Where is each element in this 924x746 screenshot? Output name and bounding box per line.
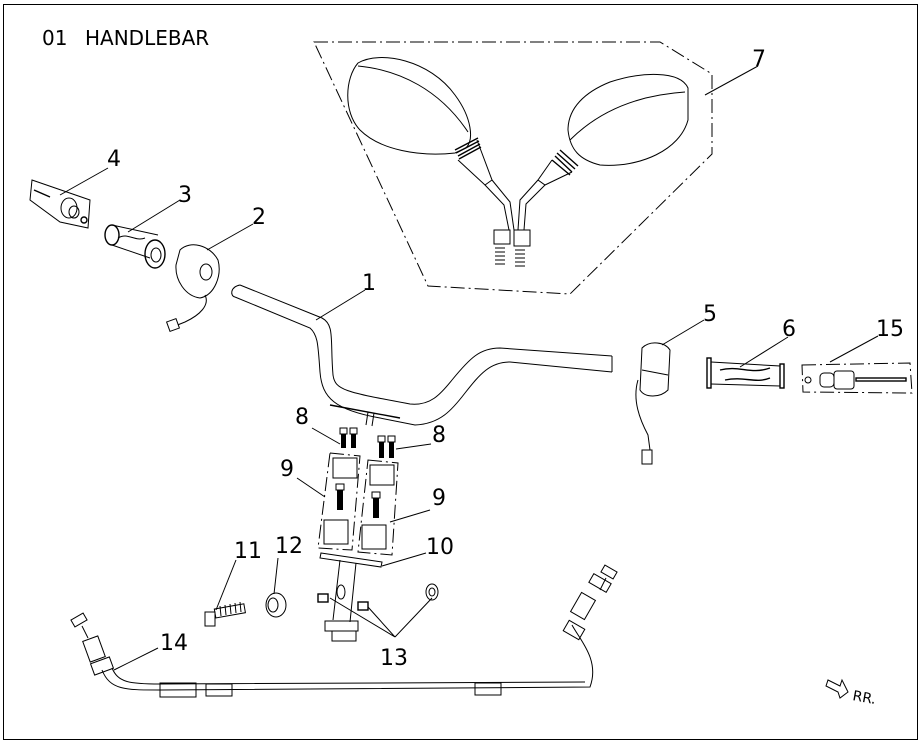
callout-8-left[interactable]: 8	[295, 405, 309, 430]
callout-15[interactable]: 15	[876, 317, 904, 342]
leader-12	[273, 557, 279, 595]
callout-13[interactable]: 13	[380, 646, 408, 671]
right-mirror	[513, 74, 689, 267]
part-13-nuts[interactable]	[317, 583, 439, 611]
part-14-throttle-cable[interactable]	[70, 564, 618, 698]
callout-5[interactable]: 5	[703, 302, 717, 327]
diagram-title: HANDLEBAR	[85, 26, 209, 50]
callout-11[interactable]: 11	[234, 539, 262, 564]
part-6-right-grip[interactable]	[706, 357, 785, 389]
leader-8-right	[395, 443, 432, 450]
leader-3	[127, 199, 181, 233]
leader-15	[829, 335, 879, 363]
leader-7	[704, 65, 759, 96]
diagram-frame	[3, 4, 918, 740]
callout-9-left[interactable]: 9	[280, 457, 294, 482]
part-4-left-bar-end[interactable]	[29, 179, 91, 229]
leader-8-left	[311, 427, 341, 445]
callout-10[interactable]: 10	[426, 535, 454, 560]
part-15-right-bar-end[interactable]	[801, 362, 913, 394]
part-9-holders[interactable]	[317, 452, 399, 556]
leader-9-left	[296, 477, 326, 498]
mirror-set-group-outline	[313, 41, 713, 295]
callout-3[interactable]: 3	[178, 183, 192, 208]
leader-6	[739, 336, 789, 368]
direction-arrow-icon	[825, 678, 849, 699]
leader-2	[206, 223, 254, 251]
callout-6[interactable]: 6	[782, 317, 796, 342]
leader-1	[315, 289, 366, 321]
part-10-holder-plate[interactable]	[319, 552, 383, 642]
part-1-handlebar[interactable]	[231, 284, 613, 427]
leader-14	[113, 647, 159, 671]
callout-4[interactable]: 4	[107, 147, 121, 172]
part-8-bolts[interactable]	[339, 427, 396, 458]
part-12-bushing[interactable]	[265, 592, 287, 618]
leader-11	[215, 559, 237, 611]
section-number: 01	[42, 26, 67, 50]
part-3-left-grip[interactable]	[104, 224, 166, 269]
callout-9-right[interactable]: 9	[432, 486, 446, 511]
callout-2[interactable]: 2	[252, 205, 266, 230]
direction-indicator: RR.	[825, 678, 877, 708]
leader-10	[381, 552, 427, 567]
callout-12[interactable]: 12	[275, 534, 303, 559]
callout-7[interactable]: 7	[752, 47, 766, 72]
part-5-right-switch[interactable]	[635, 342, 671, 465]
part-11-flange-bolt[interactable]	[204, 601, 246, 627]
part-2-left-switch[interactable]	[165, 244, 220, 333]
direction-label: RR.	[851, 688, 877, 708]
part-7-mirror-set[interactable]	[313, 41, 713, 295]
leader-9-right	[389, 509, 431, 523]
callout-8-right[interactable]: 8	[432, 423, 446, 448]
leader-5	[661, 319, 705, 346]
leader-4	[59, 167, 109, 196]
leader-13	[329, 597, 433, 638]
callout-1[interactable]: 1	[362, 271, 376, 296]
left-mirror	[347, 57, 515, 265]
callout-14[interactable]: 14	[160, 631, 188, 656]
